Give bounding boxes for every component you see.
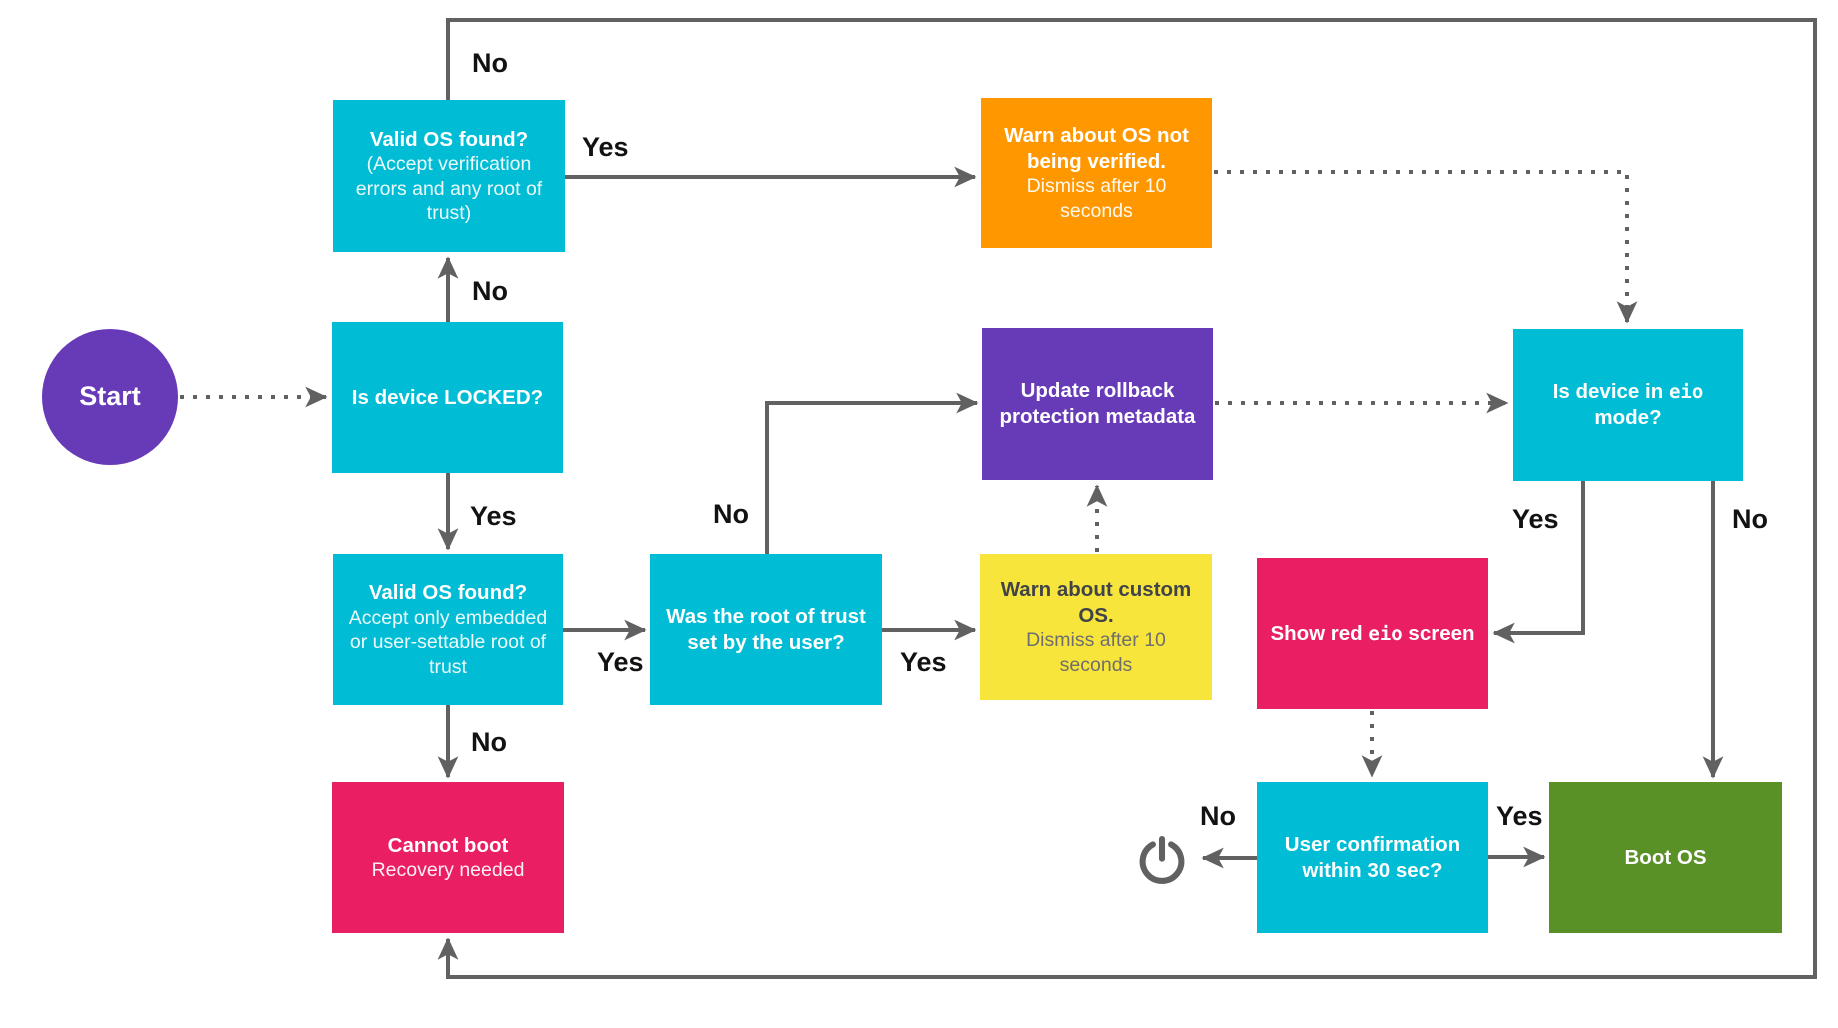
node-subtitle: Dismiss after 10 seconds: [1026, 629, 1166, 676]
node-cannot-boot: Cannot boot Recovery needed: [332, 782, 564, 933]
node-title: User confirmation within 30 sec?: [1284, 832, 1461, 882]
edge-validos-top-no-loop-to-cannot-boot: [437, 18, 1817, 979]
edge-label-yes: Yes: [597, 647, 644, 677]
node-title: Show red eio screen: [1270, 621, 1475, 645]
node-title: Was the root of trust set by the user?: [666, 604, 866, 654]
edge-label-yes: Yes: [900, 647, 947, 677]
node-title: Is device in eio mode?: [1552, 380, 1704, 430]
node-is-device-in-eio-mode: Is device in eio mode?: [1513, 329, 1743, 481]
node-root-of-trust-question: Was the root of trust set by the user?: [650, 554, 882, 705]
start-label: Start: [79, 381, 141, 412]
edge-label-no: No: [472, 276, 508, 306]
edge-label-yes: Yes: [1496, 801, 1543, 831]
node-show-red-eio-screen: Show red eio screen: [1257, 558, 1488, 709]
node-title: Valid OS found?: [369, 127, 529, 151]
edge-label-no: No: [471, 727, 507, 757]
edge-label-yes: Yes: [1512, 504, 1559, 534]
node-title: Boot OS: [1624, 845, 1707, 869]
node-title: Valid OS found?: [368, 581, 528, 605]
eio-mono-text: eio: [1368, 622, 1403, 645]
edge-root-of-trust-to-update-rollback: [765, 392, 979, 554]
node-subtitle: Dismiss after 10 seconds: [1026, 175, 1167, 222]
node-user-confirmation: User confirmation within 30 sec?: [1257, 782, 1488, 933]
node-title: Cannot boot: [387, 833, 509, 857]
edge-label-no: No: [1732, 504, 1768, 534]
node-title: Warn about custom OS.: [1000, 578, 1192, 627]
edge-label-yes: Yes: [582, 132, 629, 162]
node-is-device-locked: Is device LOCKED?: [332, 322, 563, 473]
eio-mono-text: eio: [1668, 381, 1704, 404]
node-title: Is device LOCKED?: [351, 385, 544, 409]
edge-warn-not-verified-to-eio: [1214, 170, 1638, 324]
node-title: Update rollback protection metadata: [999, 379, 1196, 428]
edge-label-yes: Yes: [470, 501, 517, 531]
node-boot-os: Boot OS: [1549, 782, 1782, 933]
node-update-rollback-metadata: Update rollback protection metadata: [982, 328, 1213, 480]
node-subtitle: Recovery needed: [371, 859, 525, 882]
node-valid-os-top: Valid OS found? (Accept verification err…: [333, 100, 565, 252]
edge-eio-yes-to-show-red: [1492, 481, 1585, 644]
edge-label-no: No: [472, 48, 508, 78]
node-subtitle: Accept only embedded or user-settable ro…: [348, 606, 548, 678]
node-warn-custom-os: Warn about custom OS. Dismiss after 10 s…: [980, 554, 1212, 700]
power-icon: [1134, 833, 1190, 889]
node-title: Warn about OS not being verified.: [1004, 124, 1189, 173]
edge-label-no: No: [713, 499, 749, 529]
node-warn-os-not-verified: Warn about OS not being verified. Dismis…: [981, 98, 1212, 248]
node-valid-os-mid: Valid OS found? Accept only embedded or …: [333, 554, 563, 705]
edge-label-no: No: [1200, 801, 1236, 831]
node-start: Start: [42, 329, 178, 465]
node-subtitle: (Accept verification errors and any root…: [355, 153, 543, 224]
